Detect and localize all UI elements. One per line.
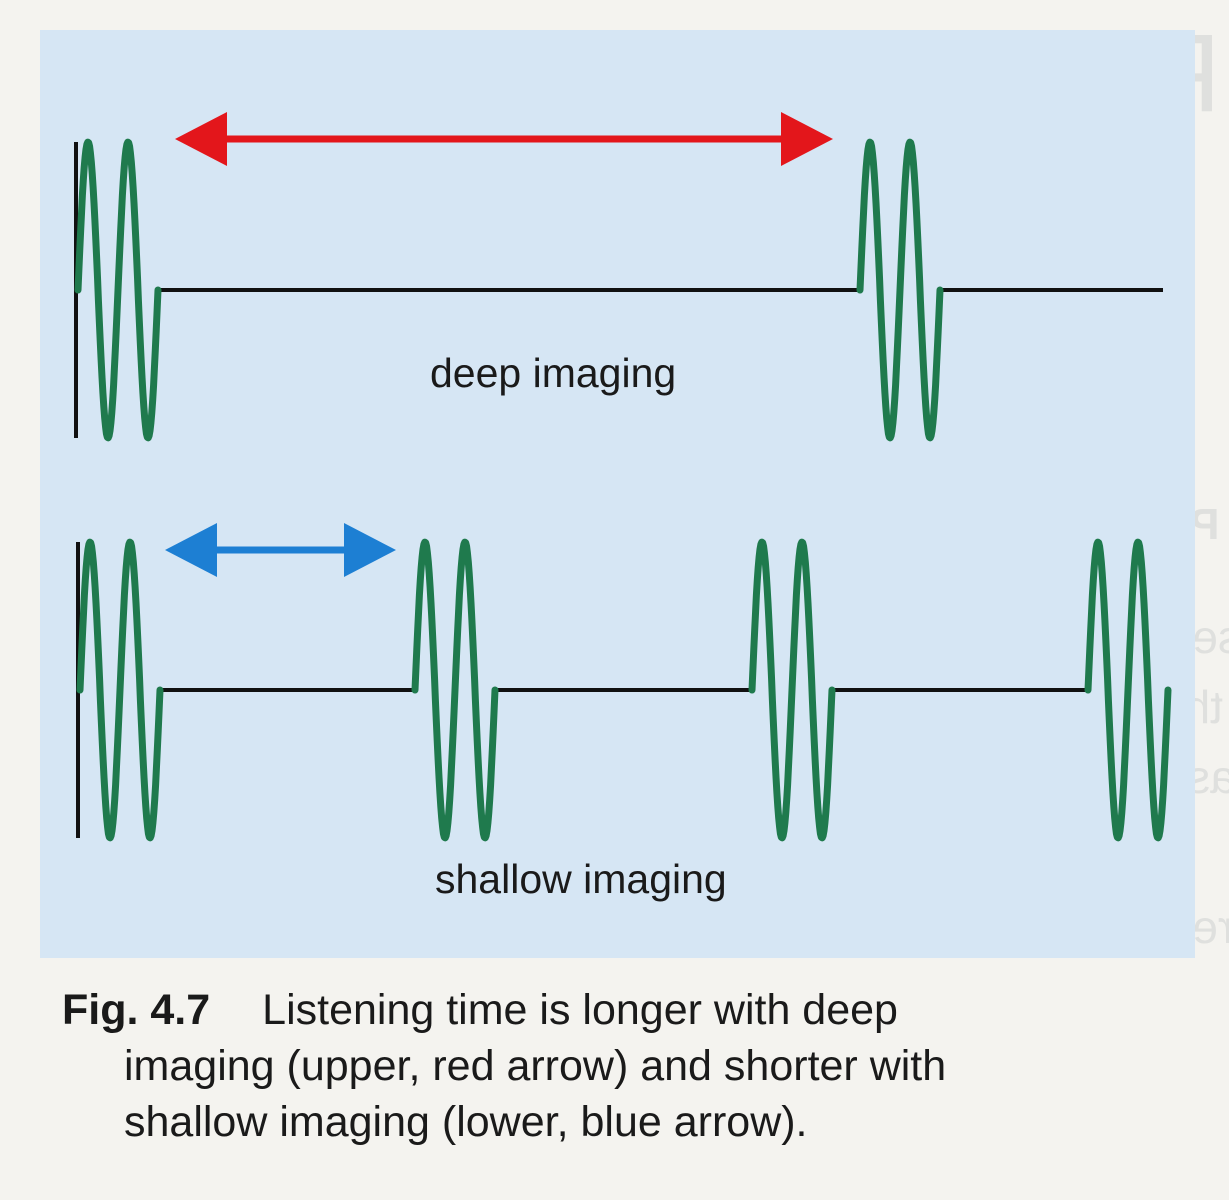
- pulse-wave: [748, 538, 836, 842]
- pulse-wave: [856, 138, 944, 442]
- pulse-wave: [76, 538, 164, 842]
- figure-caption: Fig. 4.7 Listening time is longer with de…: [62, 982, 1182, 1150]
- red-arrow-head-left: [175, 112, 227, 166]
- figure-number: Fig. 4.7: [62, 986, 211, 1034]
- blue-arrow-head-right: [344, 523, 396, 577]
- caption-line-2: imaging (upper, red arrow) and shorter w…: [124, 1042, 947, 1090]
- figure-panel: [40, 30, 1195, 958]
- shallow-imaging-track: [76, 538, 1172, 842]
- deep-imaging-track: [74, 138, 1163, 442]
- caption-line-3: shallow imaging (lower, blue arrow).: [124, 1098, 808, 1146]
- shallow-imaging-label: shallow imaging: [435, 856, 727, 902]
- blue-arrow-head-left: [165, 523, 217, 577]
- pulse-wave: [74, 138, 162, 442]
- pulse-wave: [1084, 538, 1172, 842]
- pulse-wave: [411, 538, 499, 842]
- red-arrow-head-right: [781, 112, 833, 166]
- deep-imaging-label: deep imaging: [430, 350, 677, 396]
- listening-time-arrows: [165, 112, 833, 577]
- caption-line-1: Listening time is longer with deep: [262, 986, 898, 1034]
